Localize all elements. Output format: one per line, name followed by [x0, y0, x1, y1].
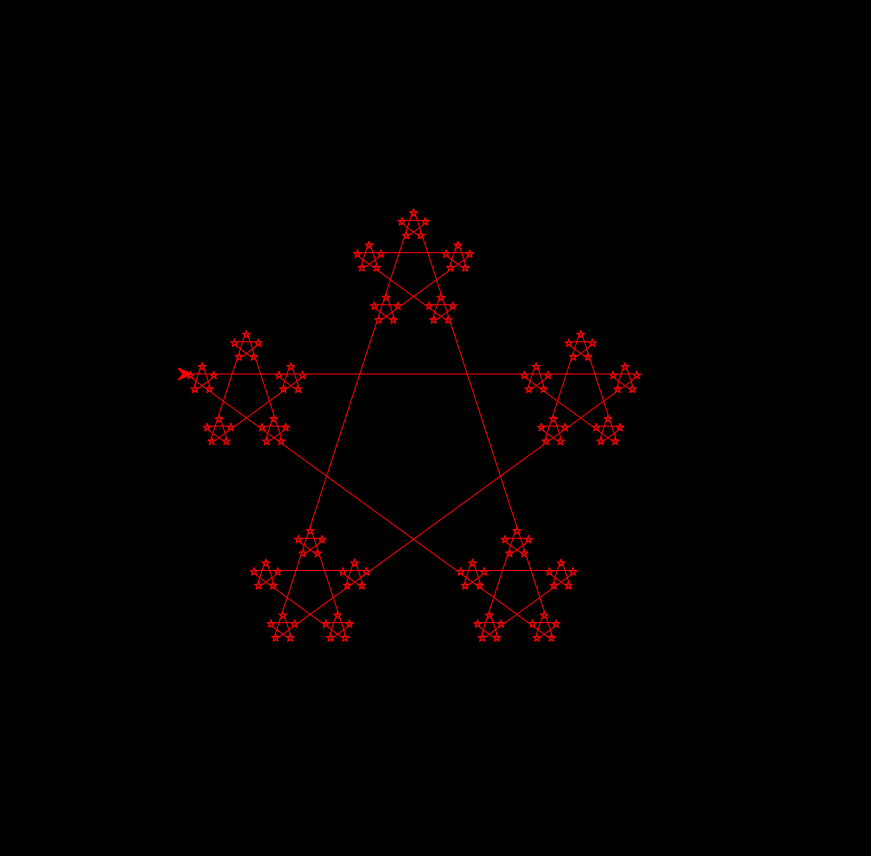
turtle-arrow-icon [177, 367, 194, 381]
recursive-pentagram-fractal [185, 208, 642, 642]
fractal-star-strokes [185, 208, 642, 642]
